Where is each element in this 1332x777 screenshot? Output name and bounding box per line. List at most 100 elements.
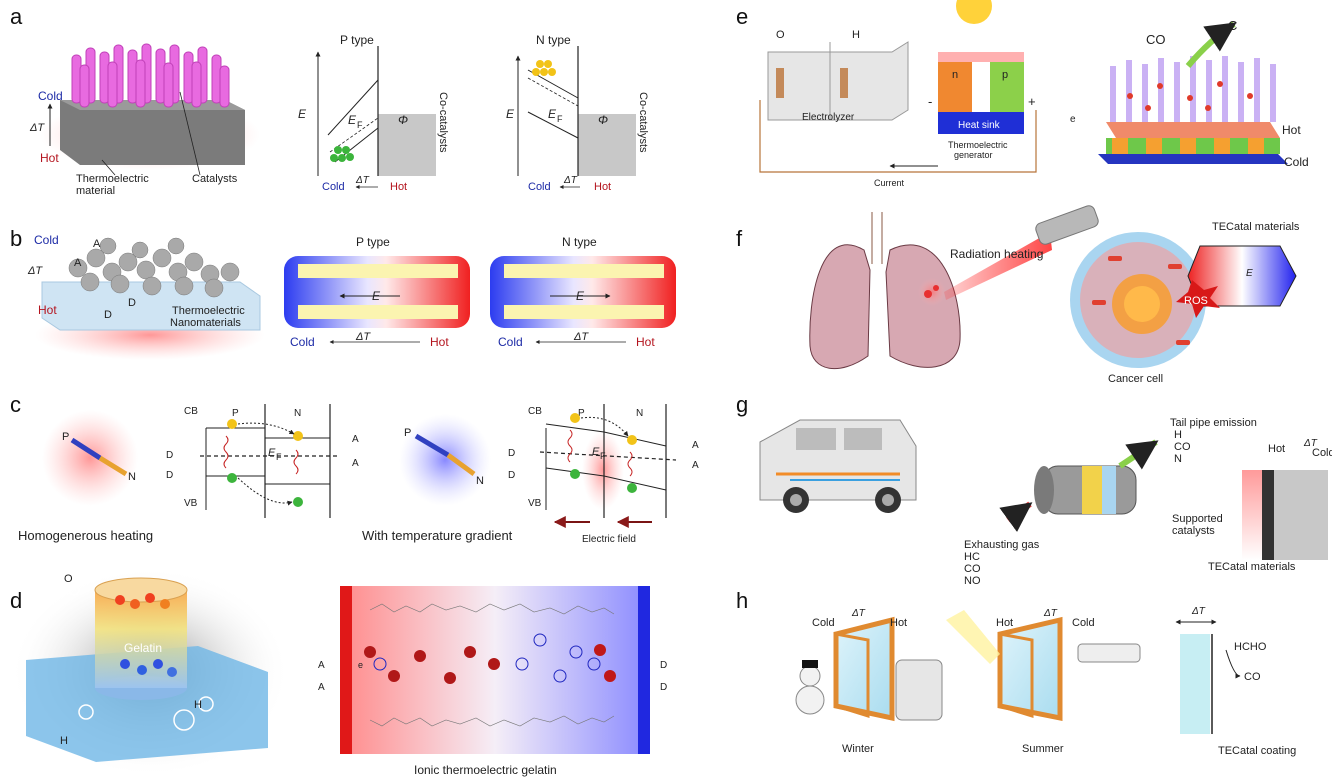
- electron-cluster: [532, 60, 556, 76]
- svg-text:Hot: Hot: [430, 335, 449, 349]
- svg-text:A: A: [352, 458, 359, 469]
- svg-text:Hot: Hot: [38, 303, 57, 317]
- svg-text:HCHO: HCHO: [1234, 641, 1267, 653]
- panel-a: a Co: [10, 4, 649, 197]
- c-band-diagram-1: P N CB VB E F A A D D: [166, 404, 359, 518]
- label-delta-t: ΔT: [29, 122, 45, 134]
- svg-text:H: H: [852, 29, 860, 41]
- panel-d-letter: d: [10, 588, 22, 613]
- window-winter: [795, 616, 943, 722]
- b-n-type-device: N type E ΔT Cold Hot: [490, 235, 676, 349]
- co-catalyst-box-n: [578, 114, 636, 176]
- panel-a-letter: a: [10, 4, 23, 29]
- svg-text:O: O: [64, 573, 73, 585]
- svg-text:CB: CB: [184, 406, 198, 417]
- svg-text:Thermoelectric: Thermoelectric: [172, 305, 245, 317]
- svg-text:F: F: [600, 451, 606, 461]
- svg-text:Cold: Cold: [1072, 617, 1095, 629]
- svg-text:E: E: [268, 447, 276, 459]
- water-tank: [26, 646, 268, 762]
- svg-text:N: N: [476, 475, 484, 487]
- svg-text:generator: generator: [954, 150, 993, 160]
- svg-text:Summer: Summer: [1022, 743, 1064, 755]
- svg-text:Hot: Hot: [996, 617, 1013, 629]
- n-type-title: N type: [536, 33, 571, 47]
- svg-text:D: D: [660, 660, 667, 671]
- co-catalysts-n: Co-catalysts: [637, 92, 649, 153]
- svg-text:CO: CO: [1146, 32, 1166, 47]
- svg-text:TECatal materials: TECatal materials: [1212, 221, 1300, 233]
- svg-text:ΔT: ΔT: [355, 175, 370, 186]
- svg-text:Cancer cell: Cancer cell: [1108, 373, 1163, 385]
- svg-text:Thermoelectric: Thermoelectric: [948, 140, 1008, 150]
- catalytic-converter: [1034, 465, 1137, 515]
- svg-text:Hot: Hot: [1282, 123, 1301, 137]
- svg-text:D: D: [128, 297, 136, 309]
- svg-text:ΔT: ΔT: [573, 331, 589, 343]
- lungs: [809, 212, 961, 370]
- svg-text:A: A: [93, 238, 101, 250]
- svg-text:e: e: [1070, 114, 1076, 125]
- svg-text:D: D: [660, 682, 667, 693]
- svg-text:ΔT: ΔT: [1043, 608, 1058, 619]
- nanorod-array: [71, 43, 230, 108]
- svg-text:Hot: Hot: [1268, 443, 1285, 455]
- svg-text:Hot: Hot: [636, 335, 655, 349]
- svg-text:A: A: [318, 682, 325, 693]
- svg-text:P: P: [578, 408, 585, 419]
- svg-text:Nanomaterials: Nanomaterials: [170, 317, 241, 329]
- panel-e: e O H Electrolyzer n p - + Heat sink The…: [736, 0, 1309, 188]
- label-thermo-material-1: Thermoelectric: [76, 173, 149, 185]
- svg-text:E: E: [1246, 268, 1253, 279]
- ionic-gelatin-label: Ionic thermoelectric gelatin: [414, 763, 557, 777]
- co-catalyst-box-p: [378, 114, 436, 176]
- svg-text:Cold: Cold: [290, 335, 315, 349]
- svg-text:ΔT: ΔT: [1303, 438, 1318, 449]
- svg-text:Cold: Cold: [322, 181, 345, 193]
- svg-text:Hot: Hot: [890, 617, 907, 629]
- label-thermo-material-2: material: [76, 185, 115, 197]
- cold-plate: [1098, 154, 1288, 164]
- svg-text:E: E: [548, 107, 557, 121]
- svg-text:NO: NO: [964, 575, 981, 587]
- svg-text:ΔT: ΔT: [1191, 606, 1206, 617]
- svg-text:N: N: [636, 408, 643, 419]
- svg-text:CO: CO: [1174, 441, 1191, 453]
- label-hot: Hot: [40, 151, 59, 165]
- svg-text:Supported: Supported: [1172, 513, 1223, 525]
- svg-text:catalysts: catalysts: [1172, 525, 1215, 537]
- supported-catalysts-layer: [1262, 470, 1274, 560]
- panel-e-letter: e: [736, 4, 748, 29]
- svg-text:P type: P type: [356, 235, 390, 249]
- svg-text:Tail pipe emission: Tail pipe emission: [1170, 417, 1257, 429]
- svg-text:TECatal materials: TECatal materials: [1208, 561, 1296, 573]
- hot-electrode: [340, 586, 352, 754]
- svg-text:CB: CB: [528, 406, 542, 417]
- svg-text:+: +: [1028, 94, 1036, 109]
- svg-text:TECatal coating: TECatal coating: [1218, 745, 1296, 757]
- cold-electrode: [638, 586, 650, 754]
- thermoelectric-block: [60, 100, 245, 165]
- car: [759, 419, 917, 513]
- sun-icon: [956, 0, 992, 24]
- nanoparticles: [68, 237, 240, 298]
- svg-text:A: A: [318, 660, 325, 671]
- panel-f: f Radiation heating Cancer cell TECatal …: [736, 205, 1300, 385]
- svg-text:ROS: ROS: [1184, 295, 1208, 307]
- svg-text:Electrolyzer: Electrolyzer: [802, 112, 855, 123]
- svg-text:Cold: Cold: [498, 335, 523, 349]
- panel-d: d O Gelatin H H: [10, 541, 667, 777]
- svg-text:N: N: [294, 408, 301, 419]
- ionic-gelatin-panel: [340, 586, 650, 754]
- ros-burst: [1176, 280, 1220, 318]
- svg-text:HC: HC: [964, 551, 980, 563]
- radiation-device: [1035, 205, 1099, 245]
- svg-text:D: D: [166, 450, 173, 461]
- svg-text:A: A: [692, 440, 699, 451]
- svg-text:CO: CO: [964, 563, 981, 575]
- svg-text:C: C: [1228, 18, 1237, 33]
- electric-field-label: Electric field: [582, 534, 636, 545]
- svg-text:D: D: [104, 309, 112, 321]
- svg-text:F: F: [557, 114, 563, 124]
